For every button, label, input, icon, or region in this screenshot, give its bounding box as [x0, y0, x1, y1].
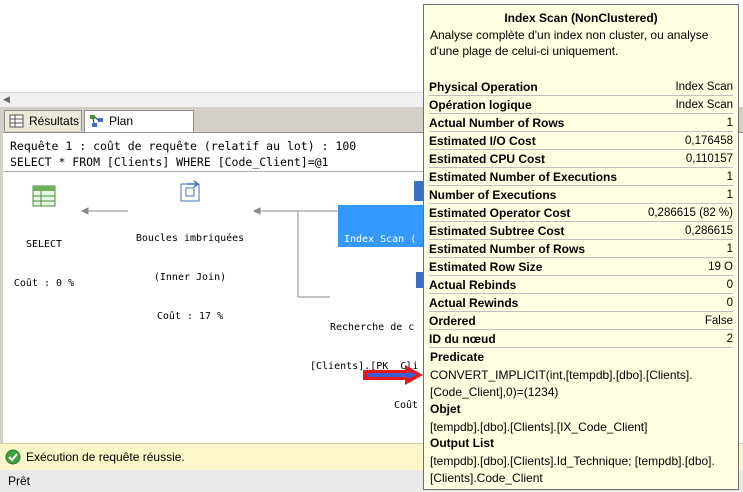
- separator: [3, 171, 425, 172]
- property-name: Estimated Subtree Cost: [429, 221, 639, 240]
- property-value: 0,286615 (82 %): [638, 203, 733, 222]
- query-text: SELECT * FROM [Clients] WHERE [Code_Clie…: [10, 155, 329, 169]
- tab-results[interactable]: Résultats: [4, 110, 82, 131]
- property-name: Estimated I/O Cost: [429, 131, 639, 150]
- property-value: 1: [638, 239, 733, 258]
- index-scan-node-label: Index Scan ( [Clients].[I Coût: [344, 234, 417, 323]
- tooltip-description: Analyse complète d'un index non cluster,…: [430, 28, 709, 58]
- select-operator-icon[interactable]: [32, 185, 56, 207]
- nested-loops-node-label: Boucles imbriquées (Inner Join) Coût : 1…: [135, 233, 245, 322]
- tab-execution-plan[interactable]: Plan d'exécution: [84, 110, 194, 149]
- property-name: Ordered: [429, 311, 639, 330]
- output-list-value: [tempdb].[dbo].[Clients].Id_Technique; […: [430, 454, 715, 485]
- property-name: Estimated Row Size: [429, 257, 639, 276]
- objet-label: Objet: [430, 402, 461, 416]
- property-name: Estimated CPU Cost: [429, 149, 639, 168]
- property-name: Actual Rebinds: [429, 275, 639, 294]
- select-node-label: SELECT Coût : 0 %: [13, 239, 75, 289]
- property-name: Estimated Operator Cost: [429, 203, 639, 222]
- property-value: False: [638, 311, 733, 330]
- operator-tooltip: Index Scan (NonClustered) Analyse complè…: [423, 4, 739, 490]
- property-name: Opération logique: [429, 95, 639, 114]
- key-lookup-icon[interactable]: [414, 268, 426, 292]
- query-header: Requête 1 : coût de requête (relatif au …: [10, 139, 357, 153]
- predicate-value: CONVERT_IMPLICIT(int,[tempdb].[dbo].[Cli…: [430, 368, 693, 399]
- predicate-label: Predicate: [430, 350, 485, 364]
- property-name: Number of Executions: [429, 185, 639, 204]
- property-name: Estimated Number of Rows: [429, 239, 639, 258]
- property-value: 0,110157: [638, 149, 733, 168]
- horizontal-scrollbar[interactable]: ◀: [0, 92, 430, 108]
- execution-plan-icon: [90, 115, 103, 127]
- nested-loops-icon[interactable]: [178, 178, 204, 204]
- property-value: 0: [638, 275, 733, 294]
- property-value: 1: [638, 113, 733, 132]
- property-name: Actual Rewinds: [429, 293, 639, 312]
- success-check-icon: [5, 449, 21, 465]
- property-name: ID du nœud: [429, 329, 639, 348]
- property-value: 0: [638, 293, 733, 312]
- property-name: Estimated Number of Executions: [429, 167, 639, 186]
- status-message: Exécution de requête réussie.: [26, 450, 185, 464]
- key-lookup-node-label: Recherche de c [Clients].[PK__Cli Coût: [310, 322, 419, 411]
- tab-results-label: Résultats: [29, 114, 80, 128]
- red-arrow-icon: [363, 365, 423, 385]
- property-value: 2: [638, 329, 733, 348]
- property-name: Physical Operation: [429, 78, 639, 96]
- tooltip-title: Index Scan (NonClustered): [504, 11, 658, 25]
- property-value: 19 O: [638, 257, 733, 276]
- property-value: 0,286615: [638, 221, 733, 240]
- property-value: 1: [638, 185, 733, 204]
- ready-status: Prêt: [8, 474, 31, 488]
- property-value: Index Scan: [638, 95, 733, 114]
- property-name: Actual Number of Rows: [429, 113, 639, 132]
- plan-connectors: [80, 207, 340, 298]
- property-value: 1: [638, 167, 733, 186]
- property-value: Index Scan: [638, 78, 733, 96]
- objet-value: [tempdb].[dbo].[Clients].[IX_Code_Client…: [430, 420, 648, 434]
- scroll-left-icon[interactable]: ◀: [3, 95, 10, 105]
- results-grid-icon: [9, 114, 24, 128]
- output-list-label: Output List: [430, 436, 494, 450]
- property-value: 0,176458: [638, 131, 733, 150]
- index-scan-node-selected[interactable]: [338, 205, 428, 247]
